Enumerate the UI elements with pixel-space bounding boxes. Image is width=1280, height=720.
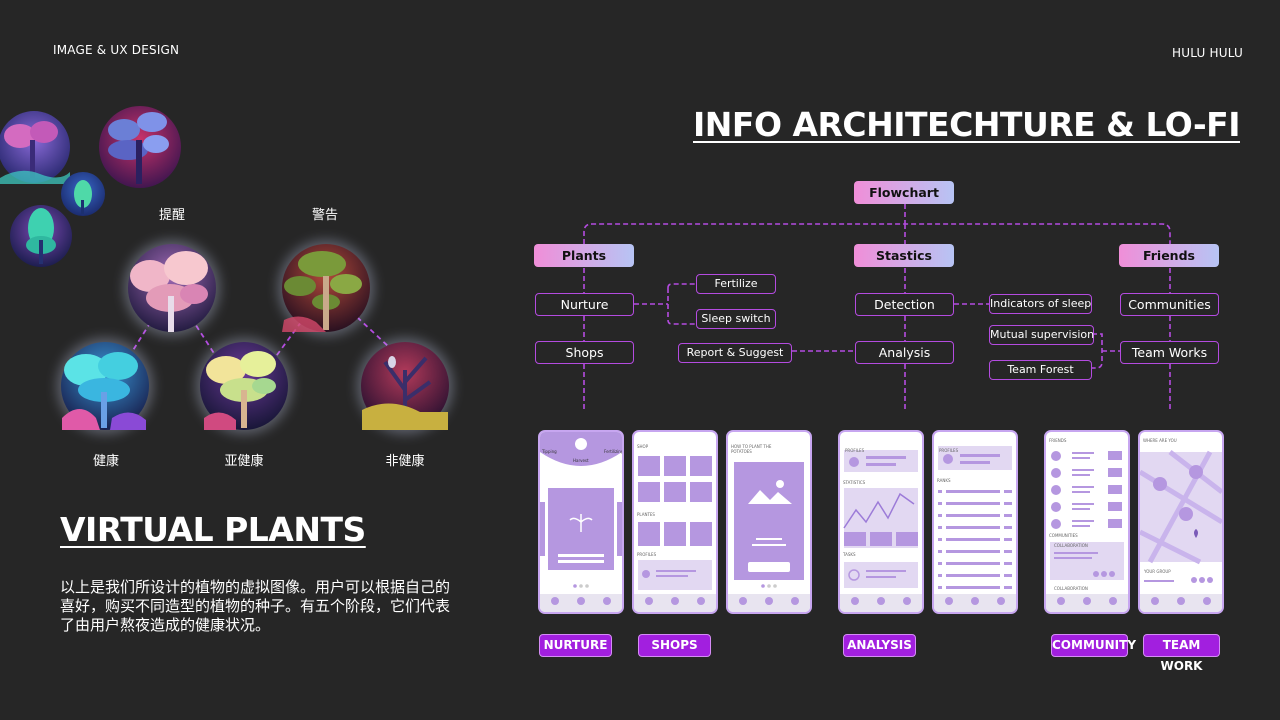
plant-thumb-2	[99, 106, 181, 188]
screen-analysis-ranks: PROFILES RANKS	[932, 430, 1018, 614]
virtual-plants-description: 以上是我们所设计的植物的虚拟图像。用户可以根据自己的喜好，购买不同造型的植物的种…	[60, 578, 451, 634]
stage-label-healthy: 健康	[92, 454, 119, 469]
stage-label-warning: 警告	[311, 208, 338, 223]
analysis-profiles-label: PROFILES	[845, 448, 865, 453]
flow-root: Flowchart	[854, 181, 954, 204]
plant-unhealthy	[361, 342, 449, 430]
tag-nurture: NURTURE	[539, 634, 612, 657]
plant-thumb-1	[0, 111, 70, 184]
header-right: HULU HULU	[1172, 46, 1243, 60]
flow-shops: Shops	[535, 341, 634, 364]
friends-label: FRIENDS	[1049, 438, 1067, 443]
howto-label: HOW TO PLANT THE POTATOES	[731, 444, 772, 454]
flow-indicators-of-sleep: Indicators of sleep	[989, 294, 1092, 314]
tag-community: COMMUNITY	[1051, 634, 1136, 657]
tag-team-work: TEAM WORK	[1143, 634, 1220, 673]
screen-shops: SHOP PLANTES PROFILES	[632, 430, 718, 614]
flow-communities: Communities	[1120, 293, 1219, 316]
plant-sub-healthy	[200, 342, 288, 430]
analysis-statistics-label: STATISTICS	[843, 480, 866, 485]
nurture-tab-tipping: Tipping	[542, 449, 557, 454]
flow-detection: Detection	[855, 293, 954, 316]
plant-healthy	[61, 342, 149, 430]
nurture-tab-harvest: Harvest	[573, 458, 589, 463]
flow-report-suggest: Report & Suggest	[678, 343, 792, 363]
screen-analysis-profile: PROFILES STATISTICS TASKS	[838, 430, 924, 614]
virtual-plants-title: VIRTUAL PLANTS	[60, 510, 366, 549]
flow-analysis: Analysis	[855, 341, 954, 364]
community-collaboration-label: COLLABORATION	[1054, 543, 1088, 548]
plant-thumb-4	[10, 205, 72, 267]
ranks-label: RANKS	[937, 478, 951, 483]
stage-label-unhealthy: 非健康	[385, 454, 425, 469]
shops-label: SHOP	[637, 444, 649, 449]
nurture-tab-fertilizing: Fertilizing	[604, 449, 624, 454]
flow-team-works: Team Works	[1120, 341, 1219, 364]
plant-warning	[282, 244, 370, 332]
shops-profiles-label: PROFILES	[637, 552, 657, 557]
plantes-label: PLANTES	[637, 512, 655, 517]
flowchart-connectors	[583, 204, 1171, 410]
where-are-you-label: WHERE ARE YOU	[1143, 438, 1177, 443]
tag-shops: SHOPS	[638, 634, 711, 657]
header-left: IMAGE & UX DESIGN	[53, 43, 180, 57]
flow-plants: Plants	[534, 244, 634, 267]
screen-nurture: Tipping Harvest Fertilizing	[538, 430, 624, 614]
screen-community: FRIENDS COMMUNITIES COLLABORATION COLLAB…	[1044, 430, 1130, 614]
stage-label-sub-healthy: 亚健康	[224, 454, 264, 469]
stage-label-reminder: 提醒	[158, 208, 185, 223]
plant-thumb-3	[61, 172, 105, 216]
plant-reminder	[128, 244, 216, 332]
flow-nurture: Nurture	[535, 293, 634, 316]
ranks-profiles-label: PROFILES	[939, 448, 959, 453]
tag-analysis: ANALYSIS	[843, 634, 916, 657]
plant-illustrations	[0, 106, 453, 434]
screen-howto: HOW TO PLANT THE POTATOES	[726, 430, 812, 614]
flow-stastics: Stastics	[854, 244, 954, 267]
your-group-label: YOUR GROUP	[1144, 569, 1171, 574]
flow-fertilize: Fertilize	[696, 274, 776, 294]
screen-team-work: WHERE ARE YOU YOUR GROUP	[1138, 430, 1224, 614]
info-architecture-title: INFO ARCHITECHTURE & LO-FI	[693, 105, 1241, 144]
flow-mutual-supervision: Mutual supervision	[989, 325, 1094, 345]
community-collaboration-label-2: COLLABORATION	[1054, 586, 1088, 591]
flow-friends: Friends	[1119, 244, 1219, 267]
analysis-tasks-label: TASKS	[843, 552, 856, 557]
flow-team-forest: Team Forest	[989, 360, 1092, 380]
flow-sleep-switch: Sleep switch	[696, 309, 776, 329]
communities-label: COMMUNITIES	[1049, 533, 1078, 538]
